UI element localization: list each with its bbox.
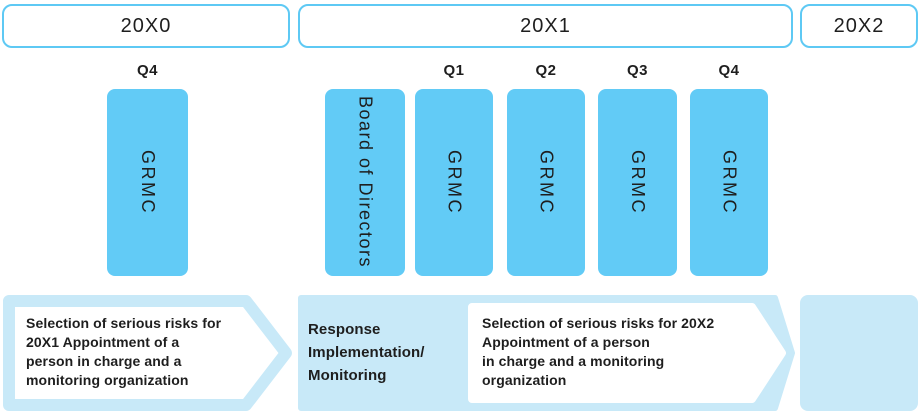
bar-label: GRMC [444,150,465,215]
bar-label: GRMC [138,150,158,215]
text-line: 20X1 Appointment of a [26,334,180,350]
grmc-bar: GRMC [107,89,188,276]
year-label: 20X2 [833,14,885,37]
bar-label: GRMC [628,150,648,215]
year-box-20x0: 20X0 [2,4,290,48]
future-period-box [800,295,918,411]
bar-label: GRMC [536,150,557,215]
text-line: Response [308,321,381,338]
selection-20x2-text: Selection of serious risks for 20X2 Appo… [482,314,762,390]
year-box-20x2: 20X2 [800,4,918,48]
text-line: Selection of serious risks for 20X2 [482,315,715,331]
bar-label: Board of Directors [355,96,376,269]
grmc-bar: GRMC [415,89,493,276]
text-line: organization [482,372,567,388]
year-box-20x1: 20X1 [298,4,793,48]
text-line: Monitoring [308,367,387,384]
text-line: monitoring organization [26,372,189,388]
quarter-label: Q3 [626,62,648,79]
selection-20x1-arrow-shape [3,295,292,411]
response-implementation-text: Response Implementation/ Monitoring [308,318,473,387]
grmc-bar: GRMC [507,89,585,276]
year-label: 20X1 [520,14,571,37]
quarter-label: Q4 [718,62,740,79]
text-line: Selection of serious risks for [26,315,222,331]
process-flow-shapes [3,295,795,411]
selection-20x2-arrow-shape [468,303,786,403]
quarter-label: Q4 [136,62,158,79]
year-label: 20X0 [120,14,172,37]
text-line: in charge and a monitoring [482,353,665,369]
selection-20x1-text: Selection of serious risks for 20X1 Appo… [26,314,276,390]
grmc-bar: GRMC [598,89,677,276]
text-line: person in charge and a [26,353,182,369]
text-line: Implementation/ [308,344,425,361]
bar-label: GRMC [719,150,740,215]
quarter-label: Q1 [443,62,465,79]
text-line: Appointment of a person [482,334,650,350]
grmc-bar: GRMC [690,89,768,276]
quarter-label: Q2 [535,62,557,79]
board-of-directors-bar: Board of Directors [325,89,405,276]
